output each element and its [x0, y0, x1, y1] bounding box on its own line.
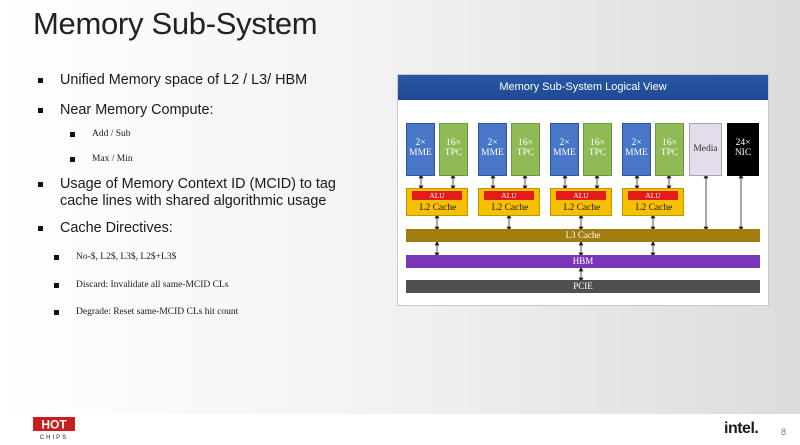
sub-bullet-item: Add / Sub — [70, 126, 131, 143]
alu-block: ALU — [412, 191, 462, 200]
bullet-square-icon — [38, 182, 43, 187]
l2-cache-block: ALU L2 Cache — [622, 188, 684, 216]
bullet-continuation: cache lines with shared algorithmic usag… — [60, 193, 327, 209]
sub-bullet-item: Degrade: Reset same-MCID CLs hit count — [54, 304, 238, 321]
tpc-block: 16×TPC — [439, 123, 468, 176]
l2-cache-label: L2 Cache — [563, 203, 601, 213]
mme-block: 2×MME — [622, 123, 651, 176]
hbm-bar: HBM — [406, 255, 760, 268]
bullet-item: Near Memory Compute: — [38, 102, 214, 119]
l3-cache-bar: L3 Cache — [406, 229, 760, 242]
svg-text:HOT: HOT — [41, 418, 67, 432]
l2-cache-block: ALU L2 Cache — [478, 188, 540, 216]
bullet-square-icon — [54, 310, 59, 315]
media-block: Media — [689, 123, 722, 176]
l2-cache-label: L2 Cache — [491, 203, 529, 213]
l2-cache-label: L2 Cache — [635, 203, 673, 213]
alu-block: ALU — [556, 191, 606, 200]
sub-bullet-item: Max / Min — [70, 151, 133, 168]
sub-bullet-item: Discard: Invalidate all same-MCID CLs — [54, 277, 229, 294]
memory-diagram: Memory Sub-System Logical View — [397, 74, 769, 306]
pcie-bar: PCIE — [406, 280, 760, 293]
bullet-square-icon — [38, 226, 43, 231]
tpc-block: 16×TPC — [655, 123, 684, 176]
footer: HOT CHIPS intel. — [0, 414, 800, 445]
mme-block: 2×MME — [406, 123, 435, 176]
bullet-square-icon — [38, 108, 43, 113]
nic-block: 24×NIC — [727, 123, 759, 176]
bullet-square-icon — [70, 157, 75, 162]
sub-bullet-item: No-$, L2$, L3$, L2$+L3$ — [54, 249, 176, 266]
bullet-item: Cache Directives: — [38, 220, 173, 237]
alu-block: ALU — [484, 191, 534, 200]
l2-cache-label: L2 Cache — [419, 203, 457, 213]
bullet-item: Unified Memory space of L2 / L3/ HBM — [38, 72, 307, 89]
bullet-square-icon — [54, 283, 59, 288]
hot-chips-logo: HOT CHIPS — [33, 417, 75, 441]
bullet-item: Usage of Memory Context ID (MCID) to tag — [38, 176, 336, 193]
l2-cache-block: ALU L2 Cache — [550, 188, 612, 216]
diagram-title: Memory Sub-System Logical View — [398, 75, 768, 100]
bullet-square-icon — [70, 132, 75, 137]
l2-cache-block: ALU L2 Cache — [406, 188, 468, 216]
tpc-block: 16×TPC — [511, 123, 540, 176]
intel-logo: intel. — [724, 420, 759, 437]
mme-block: 2×MME — [550, 123, 579, 176]
page-number: 8 — [781, 427, 787, 437]
diagram-arrows — [418, 173, 744, 283]
alu-block: ALU — [628, 191, 678, 200]
tpc-block: 16×TPC — [583, 123, 612, 176]
bullet-square-icon — [54, 255, 59, 260]
svg-text:CHIPS: CHIPS — [40, 435, 68, 441]
slide-title: Memory Sub-System — [33, 6, 318, 41]
bullet-square-icon — [38, 78, 43, 83]
mme-block: 2×MME — [478, 123, 507, 176]
